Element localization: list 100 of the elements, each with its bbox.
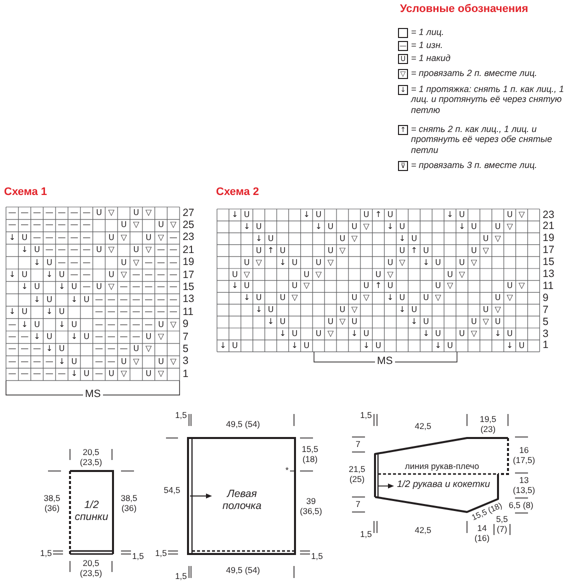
chart-symbol: ▽ [169, 356, 178, 368]
dimension-label: 16 (17,5) [512, 446, 536, 465]
chart-symbol: U [278, 292, 287, 304]
chart-symbol: ▽ [362, 220, 370, 233]
chart-symbol: U [458, 256, 466, 268]
chart-symbol: — [156, 244, 166, 256]
chart-symbol: U [254, 292, 263, 304]
chart-symbol: — [118, 294, 129, 306]
chart-symbol: U [470, 220, 478, 233]
legend-heading: Условные обозначения [400, 3, 528, 15]
dimension-label: 7 [354, 500, 362, 510]
chart-symbol: — [118, 331, 129, 343]
chart-symbol: ↓ [57, 281, 66, 294]
chart-symbol: — [156, 281, 166, 294]
chart-symbol: ↓ [32, 331, 42, 343]
chart-symbol: — [69, 232, 80, 244]
chart-symbol: — [144, 256, 154, 269]
chart-symbol: ↓ [45, 343, 54, 356]
chart-symbol: — [156, 269, 166, 281]
chart-symbol: U [132, 244, 140, 256]
chart-symbol: U [350, 292, 358, 304]
dimension-label: 20,5 (23,5) [78, 448, 104, 467]
chart-symbol: U [506, 328, 514, 340]
chart-symbol: ↓ [57, 356, 66, 368]
chart-symbol: — [94, 356, 104, 368]
chart-symbol: ↓ [70, 331, 79, 343]
chart-symbol: — [20, 343, 30, 356]
chart-symbol: ↓ [505, 340, 514, 352]
chart-symbol: U [398, 244, 406, 257]
chart-symbol: ▽ [482, 244, 490, 257]
chart-symbol: — [168, 256, 178, 269]
chart-symbol: — [82, 207, 92, 219]
chart-symbol: U [278, 316, 287, 328]
chart-symbol: — [131, 331, 142, 343]
chart-symbol: — [168, 281, 178, 294]
chart-symbol: U [458, 328, 466, 340]
legend-description: = 1 накид [411, 52, 452, 63]
chart-symbol: — [69, 244, 80, 256]
chart-symbol: ↓ [254, 304, 264, 316]
row-number: 3 [542, 328, 548, 340]
chart-symbol: — [56, 244, 67, 256]
chart-symbol: ▽ [156, 232, 166, 244]
dimension-label: 13 (13,5) [512, 476, 536, 495]
dimension-label: 42,5 [414, 526, 432, 536]
chart-symbol: U [434, 328, 442, 340]
chart-symbol: ▽ [254, 256, 263, 268]
row-number: 23 [542, 208, 554, 220]
chart-symbol: — [44, 356, 54, 368]
chart-symbol: ↓ [70, 368, 79, 380]
chart-symbol: — [56, 232, 67, 244]
chart-symbol: ▽ [350, 232, 358, 245]
chart-symbol: ↓ [57, 318, 66, 331]
repeat-label: MS [83, 389, 103, 400]
chart-symbol: U [144, 331, 153, 343]
chart-symbol: — [106, 306, 116, 318]
chart-symbol: U [230, 340, 239, 352]
chart-symbol: U [132, 343, 140, 356]
legend-description: = провязать 3 п. вместе лиц. [411, 160, 538, 170]
chart-symbol: — [7, 219, 18, 232]
chart-symbol: ▽ [314, 268, 323, 280]
chart-symbol: ↓ [32, 294, 42, 306]
dimension-label: 5,5 (7) [495, 515, 509, 534]
chart-symbol: ↓ [278, 256, 288, 268]
chart-symbol: U [326, 316, 334, 328]
row-number: 17 [542, 244, 554, 256]
row-number: 27 [182, 206, 194, 218]
chart-symbol: ↑ [410, 244, 418, 257]
chart-symbol: — [144, 294, 154, 306]
legend-description: = 1 изн. [411, 40, 444, 50]
chart-symbol: — [56, 368, 67, 380]
chart-symbol: U [470, 244, 478, 257]
chart-symbol: U [482, 232, 490, 245]
chart-symbol: — [82, 244, 92, 256]
chart-symbol: ▽ [398, 256, 406, 268]
chart-symbol: U [446, 340, 454, 352]
chart-symbol: U [302, 268, 311, 280]
chart-symbol: ↓ [314, 220, 323, 233]
chart-symbol: U [20, 232, 29, 244]
chart-symbol: — [20, 356, 30, 368]
chart-symbol: ▽ [107, 281, 116, 294]
chart-symbol: U [157, 318, 165, 331]
chart-symbol: ▽ [132, 356, 140, 368]
chart-symbol: — [131, 269, 142, 281]
chart-symbol: U [266, 232, 275, 245]
chart-symbol: U [290, 280, 299, 292]
chart-symbol: ↓ [458, 220, 466, 233]
chart-symbol: ▽ [326, 328, 335, 340]
chart-symbol: U [386, 209, 394, 221]
chart-symbol: — [131, 318, 142, 331]
chart-symbol: — [144, 306, 154, 318]
pattern-piece [188, 438, 295, 554]
chart-symbol: U [422, 244, 430, 257]
chart-symbol: — [44, 207, 54, 219]
chart-symbol: ↓ [398, 304, 407, 316]
chart-symbol: — [44, 232, 54, 244]
chart-symbol: — [118, 306, 129, 318]
chart-symbol: U [242, 209, 251, 221]
chart-symbol: U [70, 281, 78, 294]
chart-symbol: ▽ [156, 331, 166, 343]
chart-symbol: ↓ [434, 340, 442, 352]
